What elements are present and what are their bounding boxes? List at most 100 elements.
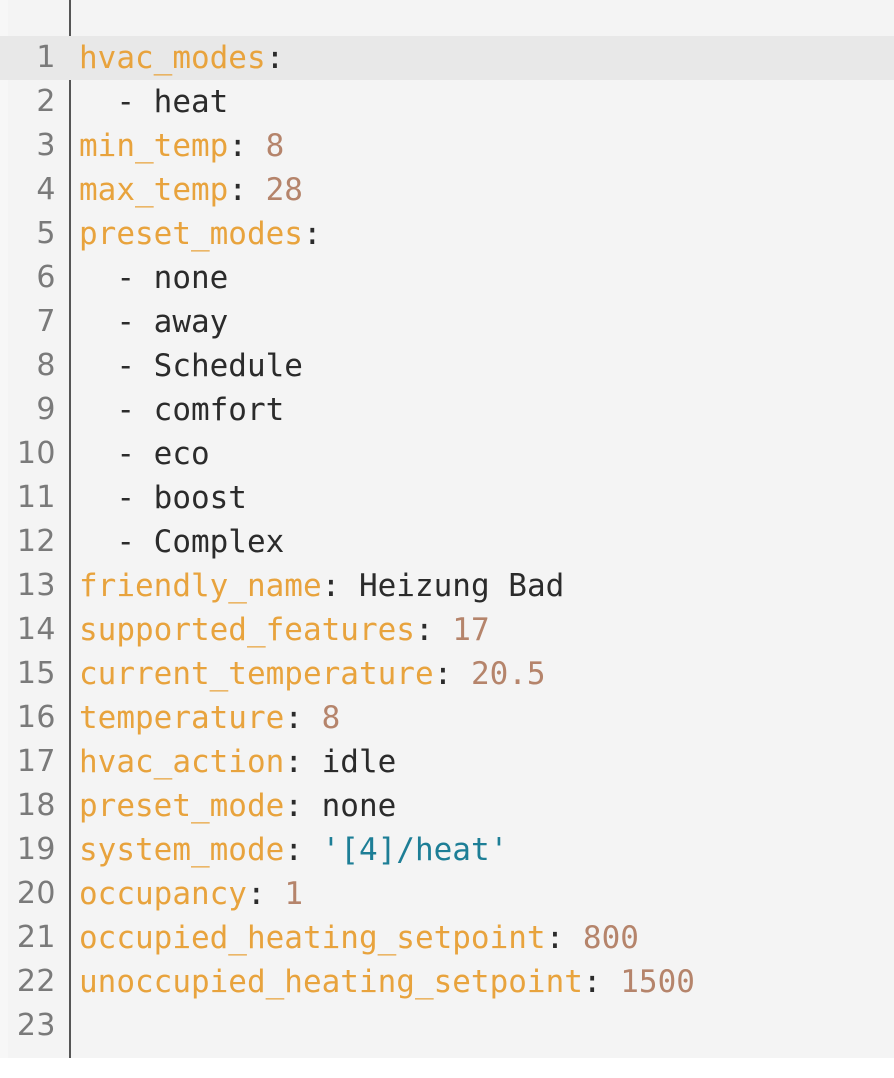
code-line-content[interactable]: temperature: 8 — [79, 696, 340, 740]
yaml-value: - Complex — [79, 524, 285, 560]
yaml-string: '[4]/heat' — [321, 832, 509, 868]
yaml-punctuation: : — [228, 172, 266, 208]
yaml-value: - comfort — [79, 392, 285, 428]
code-line[interactable]: 19 system_mode: '[4]/heat' — [0, 828, 894, 872]
code-line-content[interactable]: unoccupied_heating_setpoint: 1500 — [79, 960, 695, 1004]
yaml-value: - away — [79, 304, 229, 340]
yaml-value: none — [321, 788, 397, 824]
code-line[interactable]: 14 supported_features: 17 — [0, 608, 894, 652]
code-line-content[interactable]: supported_features: 17 — [79, 608, 490, 652]
gutter-divider — [69, 0, 71, 1058]
line-number: 20 — [16, 876, 56, 911]
code-line[interactable]: 23 — [0, 1004, 894, 1048]
code-line-content[interactable]: occupancy: 1 — [79, 872, 303, 916]
code-line[interactable]: 10 - eco — [0, 432, 894, 476]
line-number: 5 — [36, 216, 56, 251]
code-line-content[interactable]: hvac_modes: — [79, 36, 284, 80]
code-line-content[interactable]: - eco — [79, 432, 210, 476]
code-line[interactable]: 16 temperature: 8 — [0, 696, 894, 740]
line-number: 16 — [16, 700, 56, 735]
yaml-value: - Schedule — [79, 348, 303, 384]
code-line[interactable]: 12 - Complex — [0, 520, 894, 564]
editor-left-margin — [0, 0, 8, 1058]
yaml-value: - none — [79, 260, 229, 296]
code-line-content[interactable]: min_temp: 8 — [79, 124, 284, 168]
yaml-value: - eco — [79, 436, 210, 472]
yaml-key: preset_modes — [79, 216, 303, 252]
code-line-content[interactable]: - comfort — [79, 388, 284, 432]
line-number: 23 — [16, 1008, 56, 1043]
line-number: 14 — [16, 612, 56, 647]
code-line[interactable]: 6 - none — [0, 256, 894, 300]
code-line-content[interactable]: - Complex — [79, 520, 284, 564]
code-line-content[interactable]: - away — [79, 300, 228, 344]
code-line-content[interactable]: - none — [79, 256, 228, 300]
yaml-punctuation: : — [284, 700, 322, 736]
line-number: 9 — [36, 392, 56, 427]
code-line-content[interactable]: friendly_name: Heizung Bad — [79, 564, 564, 608]
yaml-punctuation: : — [228, 128, 266, 164]
yaml-key: temperature — [79, 700, 285, 736]
code-line-content[interactable]: hvac_action: idle — [79, 740, 396, 784]
yaml-number: 20.5 — [470, 656, 546, 692]
code-line-content[interactable]: occupied_heating_setpoint: 800 — [79, 916, 639, 960]
yaml-number: 17 — [452, 612, 490, 648]
line-number: 18 — [16, 788, 56, 823]
editor-bottom-padding — [0, 1058, 894, 1078]
yaml-punctuation: : — [321, 568, 359, 604]
yaml-punctuation: : — [433, 656, 471, 692]
code-line-content[interactable]: preset_mode: none — [79, 784, 396, 828]
code-line[interactable]: 20 occupancy: 1 — [0, 872, 894, 916]
yaml-key: system_mode — [79, 832, 285, 868]
yaml-number: 8 — [265, 128, 285, 164]
yaml-punctuation: : — [582, 964, 621, 1000]
code-line[interactable]: 13 friendly_name: Heizung Bad — [0, 564, 894, 608]
yaml-punctuation: : — [265, 40, 285, 76]
code-line[interactable]: 15 current_temperature: 20.5 — [0, 652, 894, 696]
yaml-value: - heat — [79, 84, 229, 120]
line-number: 7 — [36, 304, 56, 339]
yaml-punctuation: : — [284, 744, 322, 780]
yaml-punctuation: : — [284, 788, 322, 824]
yaml-key: supported_features — [79, 612, 415, 648]
yaml-key: hvac_modes — [79, 40, 266, 76]
code-line[interactable]: 2 - heat — [0, 80, 894, 124]
code-line[interactable]: 1 hvac_modes: — [0, 36, 894, 80]
code-line[interactable]: 5 preset_modes: — [0, 212, 894, 256]
yaml-number: 28 — [265, 172, 303, 208]
line-number: 15 — [16, 656, 56, 691]
yaml-key: hvac_action — [79, 744, 285, 780]
code-line-content[interactable]: - heat — [79, 80, 228, 124]
code-line-content[interactable]: preset_modes: — [79, 212, 322, 256]
line-number: 1 — [36, 40, 56, 75]
code-line-content[interactable]: system_mode: '[4]/heat' — [79, 828, 508, 872]
yaml-key: min_temp — [79, 128, 229, 164]
code-line-content[interactable]: current_temperature: 20.5 — [79, 652, 546, 696]
yaml-key: occupied_heating_setpoint — [79, 920, 546, 956]
code-line[interactable]: 9 - comfort — [0, 388, 894, 432]
code-line[interactable]: 11 - boost — [0, 476, 894, 520]
yaml-key: occupancy — [79, 876, 247, 912]
yaml-number: 1500 — [620, 964, 695, 1000]
code-line-content[interactable]: - Schedule — [79, 344, 303, 388]
yaml-punctuation: : — [414, 612, 453, 648]
line-number: 19 — [16, 832, 56, 867]
code-line-content[interactable]: max_temp: 28 — [79, 168, 303, 212]
line-number: 2 — [36, 84, 56, 119]
code-line[interactable]: 8 - Schedule — [0, 344, 894, 388]
code-line[interactable]: 18 preset_mode: none — [0, 784, 894, 828]
line-number: 13 — [16, 568, 56, 603]
yaml-value: Heizung Bad — [358, 568, 565, 604]
yaml-number: 800 — [582, 920, 639, 956]
code-line[interactable]: 7 - away — [0, 300, 894, 344]
yaml-key: unoccupied_heating_setpoint — [79, 964, 583, 1000]
code-line-content[interactable]: - boost — [79, 476, 247, 520]
line-number: 10 — [16, 436, 56, 471]
yaml-punctuation: : — [302, 216, 322, 252]
